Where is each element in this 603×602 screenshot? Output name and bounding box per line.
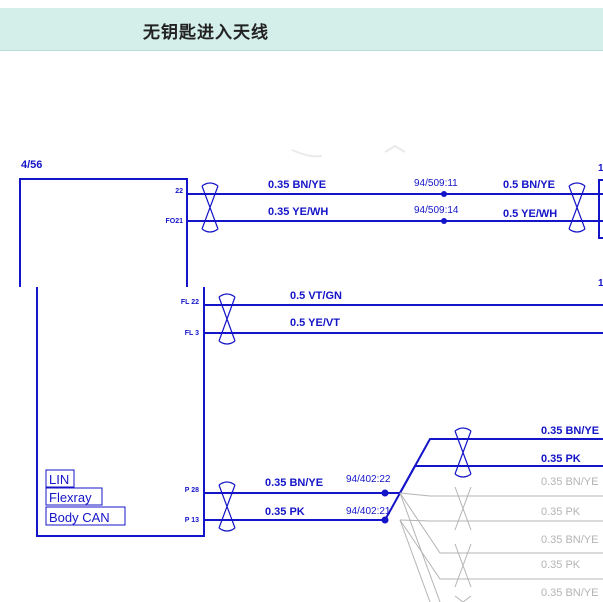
splice-dot-2 bbox=[441, 218, 447, 224]
wire-label-w2-right: 0.5 YE/WH bbox=[503, 208, 557, 220]
module-outline-lower bbox=[36, 287, 205, 537]
splice-dot-4 bbox=[381, 516, 389, 524]
faded-twist-1 bbox=[454, 486, 472, 531]
right-connector bbox=[598, 179, 603, 239]
twist-symbol-4 bbox=[218, 481, 236, 532]
pin-fl3: FL 3 bbox=[185, 330, 199, 337]
faded-branch-1 bbox=[399, 492, 603, 497]
splice-dot-1 bbox=[441, 191, 447, 197]
wire-label-w5: 0.35 BN/YE bbox=[265, 477, 323, 489]
branch-label-4: 0.35 PK bbox=[541, 506, 581, 518]
bus-box-flexray bbox=[45, 487, 103, 506]
splice-label-w6: 94/402:21 bbox=[346, 506, 391, 517]
twist-symbol-3 bbox=[218, 293, 236, 345]
faded-branch-6 bbox=[399, 519, 431, 602]
edge-mark-top: 1 bbox=[598, 163, 603, 174]
pin-p13: P 13 bbox=[185, 517, 199, 524]
pin-fo21: FO21 bbox=[165, 218, 183, 225]
wire-label-w3: 0.5 VT/GN bbox=[290, 290, 342, 302]
watermark-stroke-2 bbox=[384, 144, 406, 153]
splice-label-w5: 94/402:22 bbox=[346, 474, 391, 485]
faded-twist-2 bbox=[454, 543, 472, 588]
bus-box-lin bbox=[45, 469, 75, 488]
bus-label-lin: LIN bbox=[49, 472, 69, 487]
branch-label-2: 0.35 PK bbox=[541, 453, 581, 465]
page-title: 无钥匙进入天线 bbox=[143, 23, 269, 43]
wire-label-w1-right: 0.5 BN/YE bbox=[503, 179, 555, 191]
faded-branch-2 bbox=[399, 519, 603, 522]
faded-twist-3 bbox=[454, 595, 472, 602]
branch-label-7: 0.35 BN/YE bbox=[541, 587, 598, 599]
bus-box-body-can bbox=[45, 506, 126, 526]
branch-label-3: 0.35 BN/YE bbox=[541, 476, 598, 488]
branch-label-5: 0.35 BN/YE bbox=[541, 534, 598, 546]
faded-branch-5 bbox=[399, 492, 441, 602]
twist-symbol-1 bbox=[201, 182, 219, 233]
splice-label-w1: 94/509:11 bbox=[414, 178, 458, 189]
edge-mark-middle: 1 bbox=[598, 278, 603, 289]
module-id: 4/56 bbox=[21, 159, 42, 171]
pin-p28: P 28 bbox=[185, 487, 199, 494]
splice-label-w2: 94/509:14 bbox=[414, 205, 459, 216]
pin-22: 22 bbox=[175, 188, 183, 195]
wire-label-w6: 0.35 PK bbox=[265, 506, 305, 518]
branch-pk bbox=[384, 465, 603, 521]
branch-label-1: 0.35 BN/YE bbox=[541, 425, 599, 437]
wire-label-w1-left: 0.35 BN/YE bbox=[268, 179, 326, 191]
pin-fl22: FL 22 bbox=[181, 299, 199, 306]
faded-branch-3 bbox=[399, 492, 603, 554]
twist-symbol-5 bbox=[454, 427, 472, 478]
bus-label-body-can: Body CAN bbox=[49, 510, 110, 525]
splice-dot-3 bbox=[381, 489, 389, 497]
wire-label-w2-left: 0.35 YE/WH bbox=[268, 206, 328, 218]
bus-label-flexray: Flexray bbox=[49, 490, 92, 505]
watermark-stroke-1 bbox=[291, 149, 323, 158]
title-bar: 无钥匙进入天线 bbox=[0, 8, 603, 51]
faded-branch-4 bbox=[399, 519, 603, 580]
branch-label-6: 0.35 PK bbox=[541, 559, 581, 571]
wire-label-w4: 0.5 YE/VT bbox=[290, 317, 340, 329]
module-outline-upper bbox=[19, 178, 188, 287]
twist-symbol-2 bbox=[568, 182, 586, 233]
